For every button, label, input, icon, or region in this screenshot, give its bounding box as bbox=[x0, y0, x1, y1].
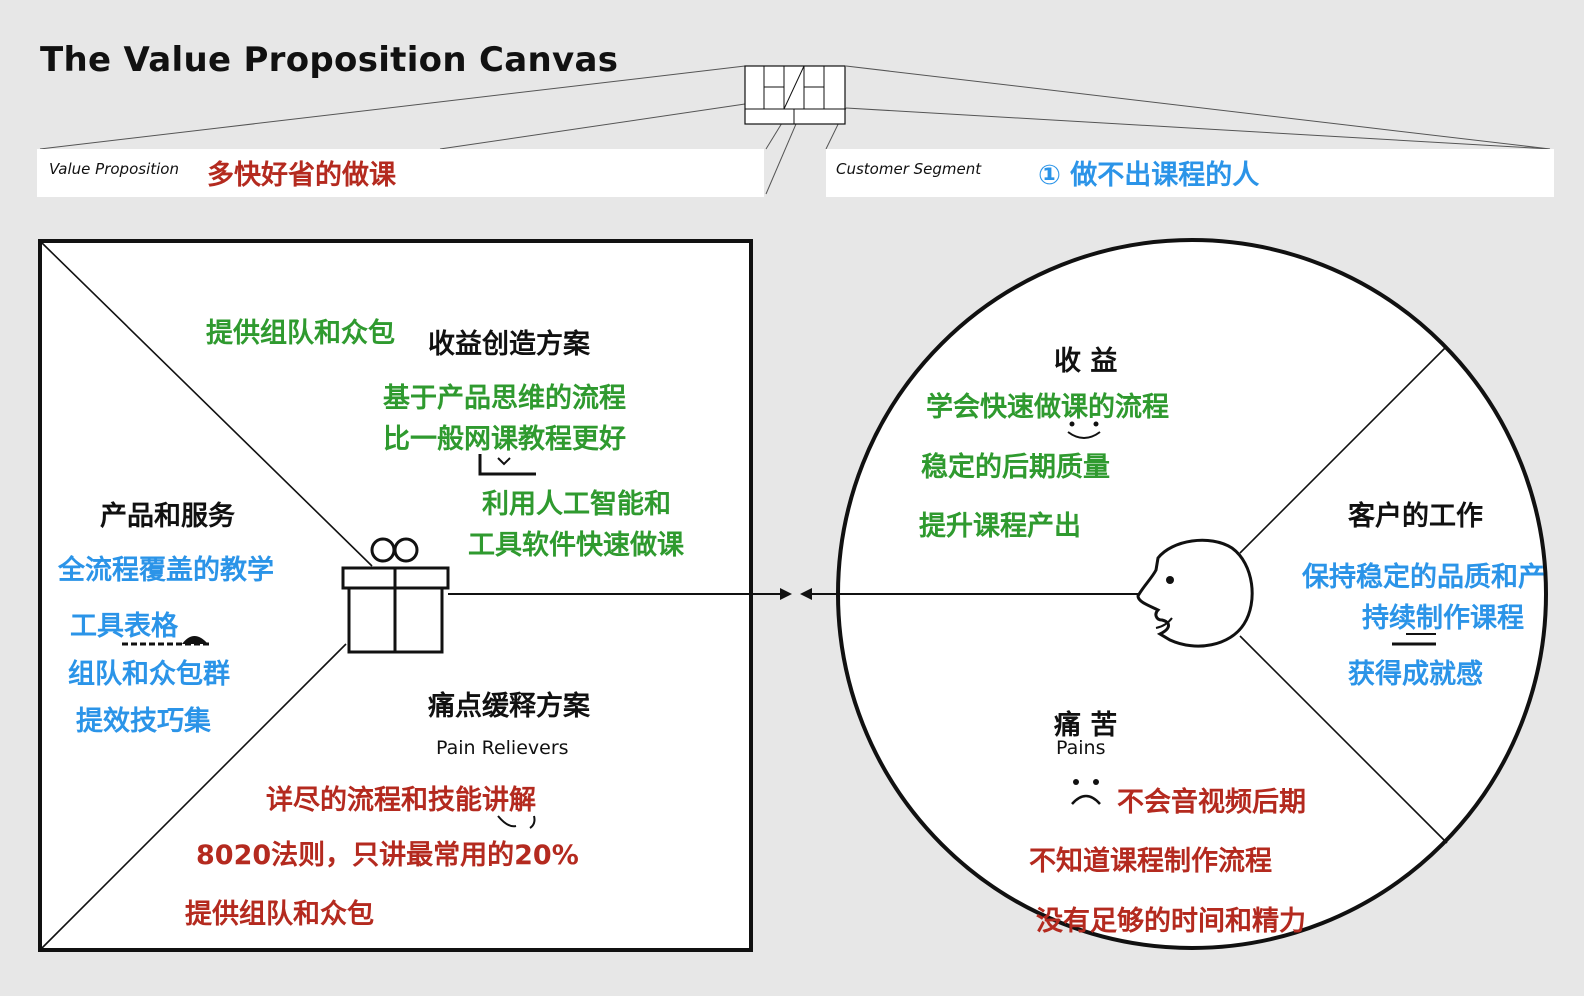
products-heading: 产品和服务 bbox=[100, 501, 235, 532]
jobs-icon bbox=[1392, 633, 1436, 646]
page-title: The Value Proposition Canvas bbox=[40, 40, 619, 80]
gain-creator-item: 基于产品思维的流程 bbox=[383, 383, 626, 414]
gain-creator-item: 利用人工智能和 bbox=[482, 489, 671, 520]
customer-segment-label: Customer Segment bbox=[836, 160, 982, 178]
gain-creator-icon bbox=[478, 454, 536, 476]
products-icon bbox=[122, 636, 212, 646]
gains-heading: 收 益 bbox=[1054, 346, 1118, 377]
pain-reliever-item: 提供组队和众包 bbox=[185, 899, 374, 930]
gain-creator-item: 提供组队和众包 bbox=[206, 318, 395, 349]
gift-icon bbox=[341, 537, 450, 654]
product-item: 全流程覆盖的教学 bbox=[58, 555, 274, 586]
product-item: 提效技巧集 bbox=[76, 706, 211, 737]
smile-icon bbox=[1067, 421, 1101, 439]
product-item: 工具表格 bbox=[70, 611, 178, 642]
product-item: 组队和众包群 bbox=[68, 659, 230, 690]
frown-icon bbox=[1071, 779, 1101, 805]
pain-relievers-heading: 痛点缓释方案 bbox=[428, 691, 590, 722]
pain-item: 不会音视频后期 bbox=[1117, 787, 1306, 818]
value-proposition-bar bbox=[37, 149, 764, 197]
job-item: 保持稳定的品质和产 bbox=[1302, 562, 1545, 593]
job-item: 持续制作课程 bbox=[1362, 603, 1524, 634]
gain-creators-heading: 收益创造方案 bbox=[428, 329, 590, 360]
gain-item: 稳定的后期质量 bbox=[921, 452, 1110, 483]
jobs-heading: 客户的工作 bbox=[1348, 501, 1483, 532]
customer-segment-value: ① 做不出课程的人 bbox=[1038, 160, 1260, 191]
gain-item: 学会快速做课的流程 bbox=[926, 392, 1169, 423]
gain-item: 提升课程产出 bbox=[919, 511, 1081, 542]
pains-subheading: Pains bbox=[1056, 737, 1106, 759]
pains-heading: 痛 苦 bbox=[1054, 710, 1118, 741]
pain-reliever-item: 8020法则，只讲最常用的20% bbox=[196, 840, 579, 871]
gain-creator-item: 工具软件快速做课 bbox=[468, 530, 684, 561]
pain-relievers-subheading: Pain Relievers bbox=[436, 737, 569, 759]
pain-reliever-icon bbox=[497, 815, 536, 829]
pain-reliever-item: 详尽的流程和技能讲解 bbox=[266, 785, 536, 816]
value-proposition-value: 多快好省的做课 bbox=[207, 160, 396, 191]
gain-creator-item: 比一般网课教程更好 bbox=[383, 424, 626, 455]
value-proposition-label: Value Proposition bbox=[49, 160, 179, 178]
job-item: 获得成就感 bbox=[1348, 659, 1483, 690]
canvas-thumbnail-icon bbox=[744, 65, 846, 125]
customer-face-icon bbox=[1136, 538, 1254, 648]
customer-segment-bar bbox=[826, 149, 1554, 197]
pain-item: 没有足够的时间和精力 bbox=[1036, 906, 1306, 937]
pain-item: 不知道课程制作流程 bbox=[1029, 846, 1272, 877]
